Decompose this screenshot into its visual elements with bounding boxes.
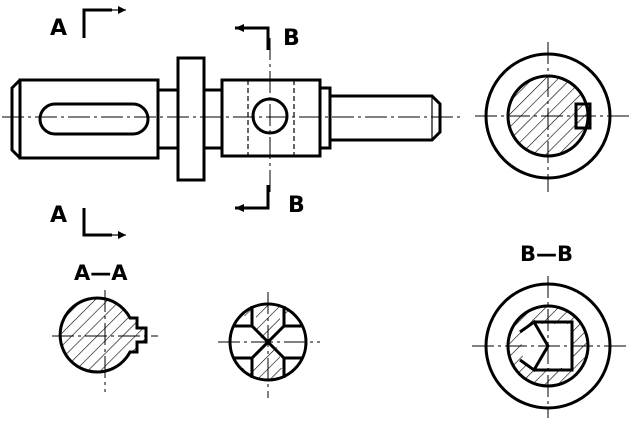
section-title-a-a: A—A <box>74 261 128 285</box>
section-marker-b-top: B <box>235 24 300 51</box>
section-marker-b-bottom: B <box>235 185 305 218</box>
section-label-b-bottom: B <box>288 193 305 218</box>
section-view-b-b <box>472 276 628 418</box>
shaft-side-view <box>475 42 630 192</box>
section-label-a-top: A <box>50 16 67 41</box>
section-label-b-top: B <box>283 26 300 51</box>
shaft-collar <box>176 56 206 182</box>
section-marker-a-bottom: A <box>50 203 126 239</box>
section-view-a-a <box>52 290 158 392</box>
section-title-b-b: B—B <box>520 242 573 266</box>
section-view-cross-hole <box>218 292 320 398</box>
shaft-front-view <box>2 38 462 196</box>
section-marker-a-top: A <box>50 6 126 41</box>
keyway-slot <box>38 102 150 136</box>
section-label-a-bottom: A <box>50 203 67 228</box>
